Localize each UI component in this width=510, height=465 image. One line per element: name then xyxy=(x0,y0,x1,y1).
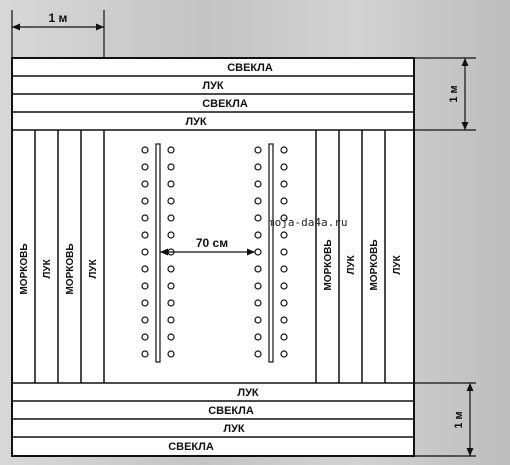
plant-dot xyxy=(141,299,149,307)
plant-dot xyxy=(167,282,175,290)
right-column-label: МОРКОВЬ xyxy=(369,239,380,290)
top-height-label: 1 м xyxy=(448,85,460,102)
plant-dot xyxy=(280,197,288,205)
plant-dot xyxy=(280,180,288,188)
arrow-head-right xyxy=(96,23,104,31)
plant-dot xyxy=(141,248,149,256)
arrow-head-up xyxy=(466,383,474,391)
bottom-row-label: ЛУК xyxy=(223,423,245,435)
plant-dot xyxy=(280,299,288,307)
plant-dot xyxy=(254,299,262,307)
top-row-label: СВЕКЛА xyxy=(202,98,248,110)
right-column-label: ЛУК xyxy=(346,254,357,274)
plant-dot xyxy=(280,350,288,358)
plant-dot xyxy=(280,231,288,239)
arrow-head-left xyxy=(12,23,20,31)
plant-dot xyxy=(141,350,149,358)
plant-dot xyxy=(280,248,288,256)
garden-bed-outline xyxy=(11,57,415,457)
plant-dot xyxy=(167,231,175,239)
top-row-label: ЛУК xyxy=(202,80,224,92)
plant-dot xyxy=(254,163,262,171)
plant-dot xyxy=(254,231,262,239)
top-width-label: 1 м xyxy=(49,11,68,25)
plant-dot xyxy=(254,197,262,205)
plant-dot xyxy=(254,282,262,290)
plant-dot xyxy=(280,163,288,171)
plant-dot xyxy=(141,333,149,341)
top-row-label: СВЕКЛА xyxy=(227,62,273,74)
plant-dot xyxy=(167,299,175,307)
plant-dot xyxy=(167,163,175,171)
left-column-label: МОРКОВЬ xyxy=(65,243,76,294)
arrow-head-down xyxy=(461,122,469,130)
trellis-post xyxy=(268,143,274,363)
plant-dot xyxy=(254,248,262,256)
plant-dot xyxy=(254,333,262,341)
plant-dot xyxy=(167,350,175,358)
left-column-label: МОРКОВЬ xyxy=(19,243,30,294)
plant-dot xyxy=(280,282,288,290)
plant-dot xyxy=(254,316,262,324)
top-row-label: ЛУК xyxy=(185,116,207,128)
plant-dot xyxy=(167,197,175,205)
plant-dot xyxy=(141,163,149,171)
left-columns: МОРКОВЬ ЛУК МОРКОВЬ ЛУК xyxy=(19,130,105,383)
bottom-row-label: ЛУК xyxy=(237,387,259,399)
top-height-dimension: 1 м xyxy=(414,57,476,131)
central-plantings xyxy=(141,143,288,363)
watermark: moja-da4a.ru xyxy=(268,216,347,229)
bottom-row-label: СВЕКЛА xyxy=(208,405,254,417)
plant-dot xyxy=(141,146,149,154)
plant-dot xyxy=(280,146,288,154)
plant-dot xyxy=(141,180,149,188)
left-column-label: ЛУК xyxy=(42,258,53,278)
right-column-label: МОРКОВЬ xyxy=(323,239,334,290)
plant-dot xyxy=(280,333,288,341)
top-rows: СВЕКЛА ЛУК СВЕКЛА ЛУК xyxy=(12,62,414,131)
top-width-dimension: 1 м xyxy=(11,10,105,58)
spacing-label: 70 см xyxy=(196,236,228,250)
plant-dot xyxy=(141,197,149,205)
plant-dot xyxy=(254,146,262,154)
arrow-head-left xyxy=(160,248,168,256)
plant-dot xyxy=(167,214,175,222)
plant-dot xyxy=(167,146,175,154)
plant-dot xyxy=(167,180,175,188)
plant-dot xyxy=(254,214,262,222)
plant-dot xyxy=(167,265,175,273)
plant-dot xyxy=(167,316,175,324)
plant-dot xyxy=(280,316,288,324)
plant-dot xyxy=(254,180,262,188)
left-column-label: ЛУК xyxy=(88,258,99,278)
plant-dot xyxy=(167,333,175,341)
plant-dot xyxy=(280,214,288,222)
arrow-head-right xyxy=(247,248,255,256)
bottom-row-label: СВЕКЛА xyxy=(168,441,214,453)
plant-dot xyxy=(141,282,149,290)
plant-dot xyxy=(280,265,288,273)
arrow-head-up xyxy=(461,58,469,66)
right-columns: МОРКОВЬ ЛУК МОРКОВЬ ЛУК xyxy=(315,130,403,383)
arrow-head-down xyxy=(466,448,474,456)
plant-dot xyxy=(254,350,262,358)
bottom-height-label: 1 м xyxy=(453,411,465,428)
plant-dot xyxy=(141,214,149,222)
bottom-rows: ЛУК СВЕКЛА ЛУК СВЕКЛА xyxy=(12,382,414,453)
trellis-post xyxy=(155,143,161,363)
plant-dot xyxy=(141,265,149,273)
plant-dot xyxy=(254,265,262,273)
spacing-dimension: 70 см xyxy=(160,236,255,256)
bottom-height-dimension: 1 м xyxy=(414,382,476,457)
plant-dot xyxy=(141,231,149,239)
right-column-label: ЛУК xyxy=(392,254,403,274)
plant-dot xyxy=(141,316,149,324)
